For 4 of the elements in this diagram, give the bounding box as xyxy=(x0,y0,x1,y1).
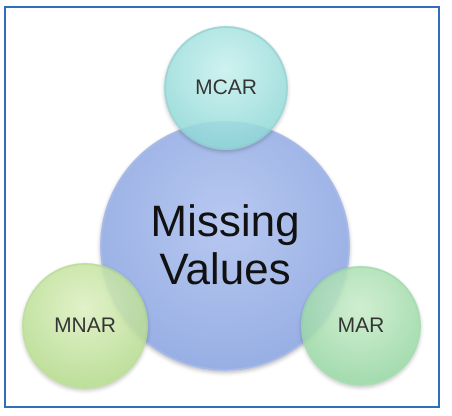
node-label: MAR xyxy=(336,314,386,338)
node-label: Missing Values xyxy=(149,198,301,294)
node-label: MNAR xyxy=(53,314,117,338)
node-label: MCAR xyxy=(194,76,258,100)
